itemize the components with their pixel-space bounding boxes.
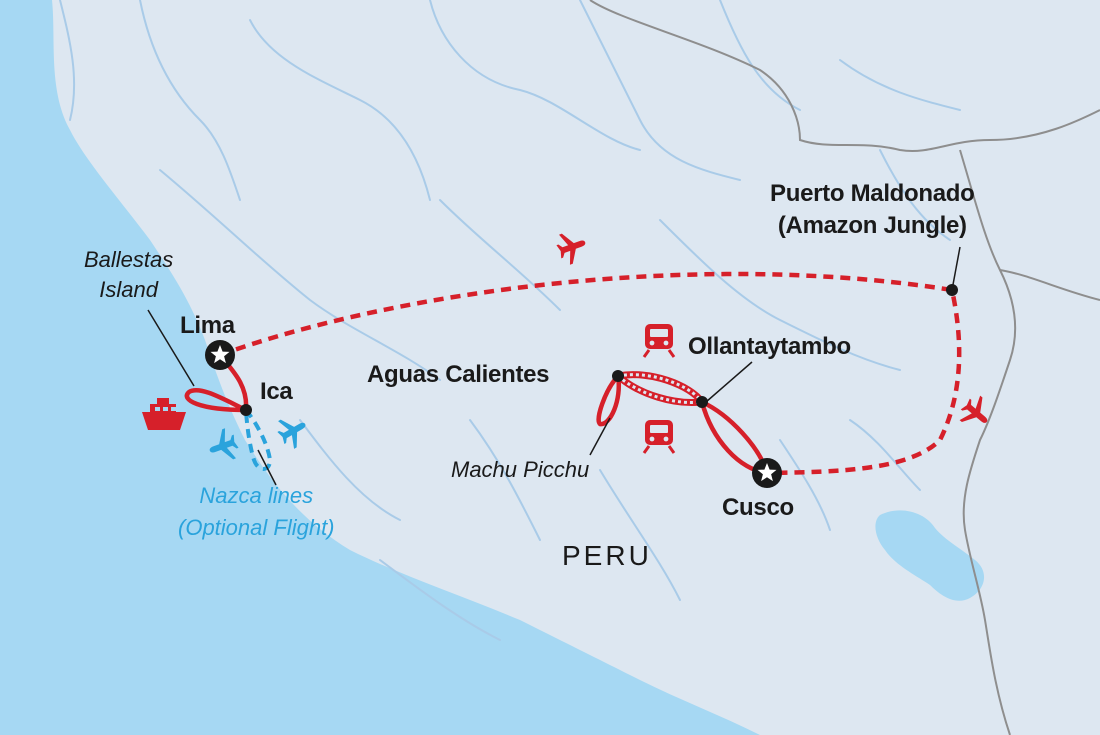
aguas-calientes-dot: [612, 370, 624, 382]
puerto-maldonado-dot: [946, 284, 958, 296]
nazca-label: Nazca lines (Optional Flight): [178, 483, 335, 540]
flight-route: [219, 271, 962, 476]
puerto-maldonado-label: Puerto Maldonado (Amazon Jungle): [770, 180, 975, 239]
aguas-calientes-label: Aguas Calientes: [367, 361, 550, 388]
star-marker-icon: [205, 340, 235, 370]
cusco-label: Cusco: [722, 494, 794, 521]
rivers: [59, 0, 961, 641]
plane-icon: [553, 227, 591, 267]
ollantaytambo-label: Ollantaytambo: [688, 333, 851, 360]
boat-icon: [142, 398, 186, 430]
train-route: [615, 371, 705, 407]
ollantaytambo-dot: [696, 396, 708, 408]
machu-picchu-label: Machu Picchu: [451, 457, 590, 482]
leader-lines: [147, 246, 961, 486]
train-icon: [642, 418, 676, 455]
country-borders: [589, 0, 1100, 735]
star-marker-icon: [752, 458, 782, 488]
pacific-ocean: [0, 0, 760, 735]
lima-label: Lima: [180, 312, 235, 339]
lake-titicaca: [875, 510, 985, 601]
train-icon: [642, 322, 676, 359]
ica-label: Ica: [260, 378, 293, 405]
nazca-flight-route: [243, 403, 273, 471]
country-label: PERU: [562, 540, 652, 571]
ballestas-label: Ballestas Island: [84, 247, 174, 302]
ica-dot: [240, 404, 252, 416]
